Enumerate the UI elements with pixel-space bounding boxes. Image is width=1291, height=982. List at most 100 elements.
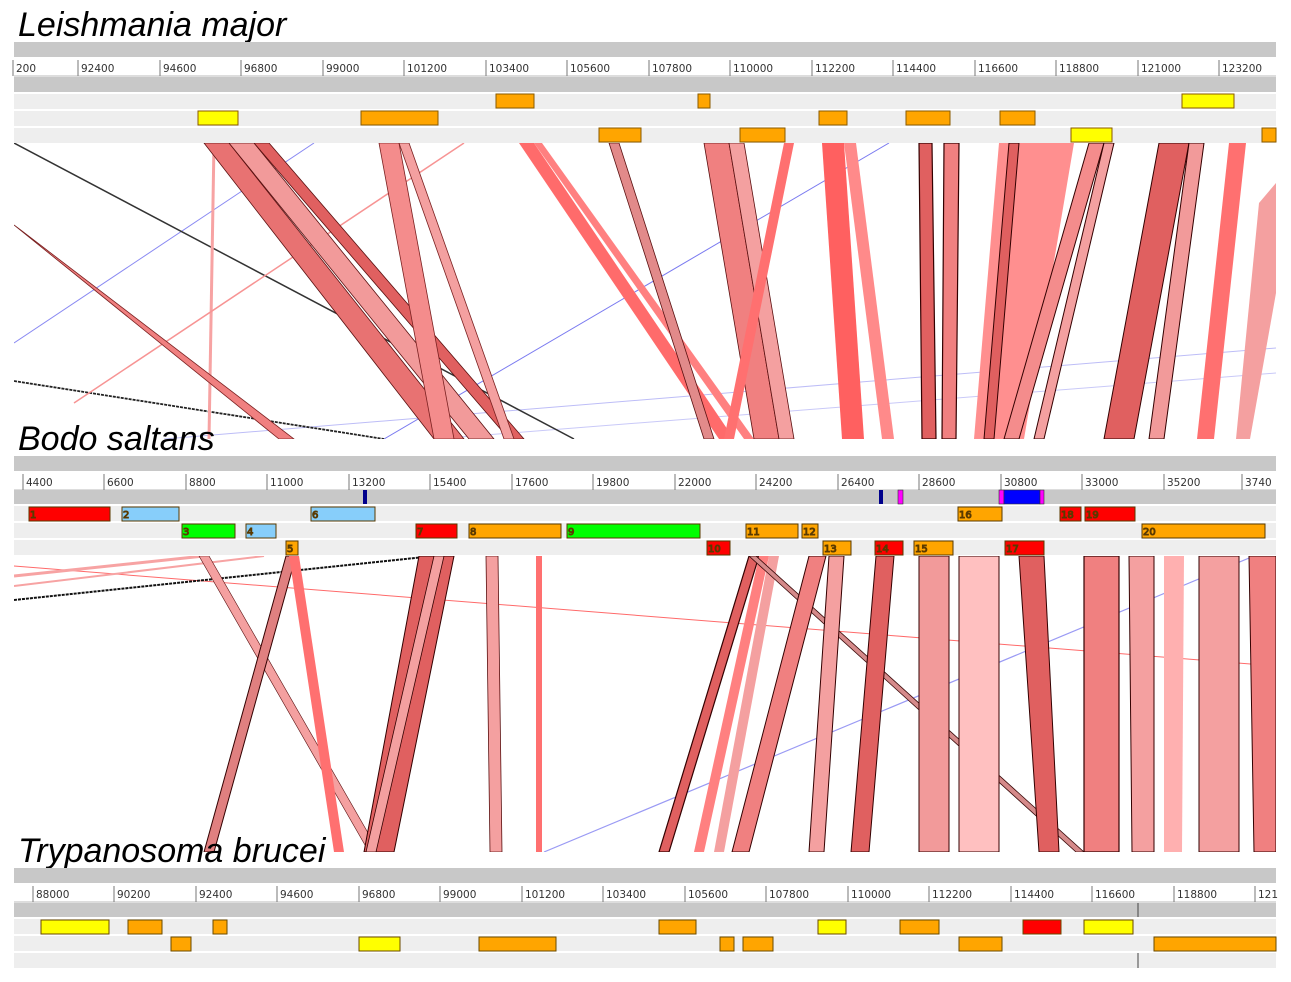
gene-block[interactable] xyxy=(1084,506,1136,522)
tick-label: 22000 xyxy=(678,477,711,489)
tick-label: 99000 xyxy=(443,889,476,901)
scale-track-bodo: 4400 6600 8800 11000 13200 15400 17600 1… xyxy=(14,456,1276,556)
tick-label: 28600 xyxy=(922,477,955,489)
gene-block[interactable] xyxy=(697,93,711,109)
tick-labels: 88000 90200 92400 94600 96800 99000 1012… xyxy=(36,889,1278,901)
gene-block[interactable] xyxy=(999,110,1036,126)
feature-blocks: 1 2 6 16 18 19 3 4 7 8 9 11 12 20 5 10 1… xyxy=(28,506,1266,556)
gene-block[interactable] xyxy=(415,523,458,539)
tick-label: 33000 xyxy=(1085,477,1118,489)
gene-block[interactable] xyxy=(1070,127,1113,143)
gene-block[interactable] xyxy=(739,127,786,143)
tick-label: 94600 xyxy=(280,889,313,901)
tick-label: 116600 xyxy=(1095,889,1135,901)
gene-block[interactable] xyxy=(170,936,192,952)
tick-label: 17600 xyxy=(515,477,548,489)
gene-block[interactable] xyxy=(817,919,847,935)
gene-block[interactable] xyxy=(1059,506,1082,522)
gene-block[interactable] xyxy=(566,523,701,539)
gene-label: 12 xyxy=(803,527,816,538)
gene-label: 17 xyxy=(1006,544,1019,555)
gene-block[interactable] xyxy=(899,919,940,935)
gene-block[interactable] xyxy=(212,919,228,935)
gene-label: 14 xyxy=(876,544,889,555)
gene-block[interactable] xyxy=(468,523,562,539)
gene-block[interactable] xyxy=(121,506,180,522)
gene-block[interactable] xyxy=(801,523,819,539)
tick-label: 200 xyxy=(16,63,36,75)
comparison-panel-bottom xyxy=(14,556,1276,852)
gene-block[interactable] xyxy=(1141,523,1266,539)
species-title-leishmania: Leishmania major xyxy=(18,6,287,44)
gene-block[interactable] xyxy=(742,936,774,952)
gene-label: 3 xyxy=(183,527,189,538)
tick-label: 4400 xyxy=(26,477,53,489)
gene-block[interactable] xyxy=(1153,936,1277,952)
gene-block[interactable] xyxy=(719,936,735,952)
gene-block[interactable] xyxy=(706,540,731,556)
tick-label: 92400 xyxy=(81,63,114,75)
gene-label: 15 xyxy=(915,544,928,555)
gene-block[interactable] xyxy=(40,919,110,935)
tick-label: 92400 xyxy=(199,889,232,901)
gene-block[interactable] xyxy=(245,523,277,539)
gene-block[interactable] xyxy=(181,523,236,539)
gene-block[interactable] xyxy=(495,93,535,109)
marker-ticks xyxy=(363,489,1045,505)
gene-label: 9 xyxy=(568,527,574,538)
tick-label: 107800 xyxy=(652,63,692,75)
gene-label: 6 xyxy=(312,510,318,521)
gene-label: 8 xyxy=(470,527,476,538)
gene-block[interactable] xyxy=(913,540,954,556)
gene-label: 20 xyxy=(1143,527,1156,538)
gene-block[interactable] xyxy=(197,110,239,126)
gene-block[interactable] xyxy=(905,110,951,126)
feature-blocks xyxy=(40,919,1277,952)
gene-block[interactable] xyxy=(874,540,904,556)
gene-block[interactable] xyxy=(360,110,439,126)
gene-block[interactable] xyxy=(745,523,799,539)
comparison-panel-top xyxy=(14,143,1276,439)
species-title-bodo: Bodo saltans xyxy=(18,420,215,458)
tick-label: 94600 xyxy=(163,63,196,75)
tick-label: 118800 xyxy=(1059,63,1099,75)
gene-block[interactable] xyxy=(957,506,1003,522)
gene-block[interactable] xyxy=(127,919,163,935)
gene-block[interactable] xyxy=(822,540,852,556)
gene-block[interactable] xyxy=(598,127,642,143)
gene-block[interactable] xyxy=(1022,919,1062,935)
gene-block[interactable] xyxy=(310,506,376,522)
gene-block[interactable] xyxy=(1181,93,1235,109)
gene-block[interactable] xyxy=(1004,540,1045,556)
match-lines xyxy=(14,556,1276,852)
tick-label: 11000 xyxy=(270,477,303,489)
gene-block[interactable] xyxy=(818,110,848,126)
tick-label: 96800 xyxy=(362,889,395,901)
gene-label: 11 xyxy=(747,527,760,538)
tick-label: 90200 xyxy=(117,889,150,901)
tick-label: 105600 xyxy=(688,889,728,901)
gene-block[interactable] xyxy=(958,936,1003,952)
tick-label: 96800 xyxy=(244,63,277,75)
gene-label: 16 xyxy=(959,510,972,521)
tick-label: 30800 xyxy=(1004,477,1037,489)
tick-label: 26400 xyxy=(841,477,874,489)
tick-label: 123200 xyxy=(1222,63,1262,75)
tick-label: 19800 xyxy=(596,477,629,489)
tick-label: 114400 xyxy=(1014,889,1054,901)
gene-block[interactable] xyxy=(658,919,697,935)
gene-block[interactable] xyxy=(478,936,557,952)
gene-label: 1 xyxy=(30,510,36,521)
tick-label: 103400 xyxy=(606,889,646,901)
tick-labels: 4400 6600 8800 11000 13200 15400 17600 1… xyxy=(26,477,1272,489)
gene-block[interactable] xyxy=(1261,127,1277,143)
gene-block[interactable] xyxy=(28,506,111,522)
tick-label: 103400 xyxy=(489,63,529,75)
gene-block[interactable] xyxy=(285,540,299,556)
tick-label: 35200 xyxy=(1167,477,1200,489)
gene-block[interactable] xyxy=(358,936,401,952)
gene-block[interactable] xyxy=(1083,919,1134,935)
gene-label: 2 xyxy=(123,510,129,521)
tick-label: 99000 xyxy=(326,63,359,75)
tick-label: 114400 xyxy=(896,63,936,75)
